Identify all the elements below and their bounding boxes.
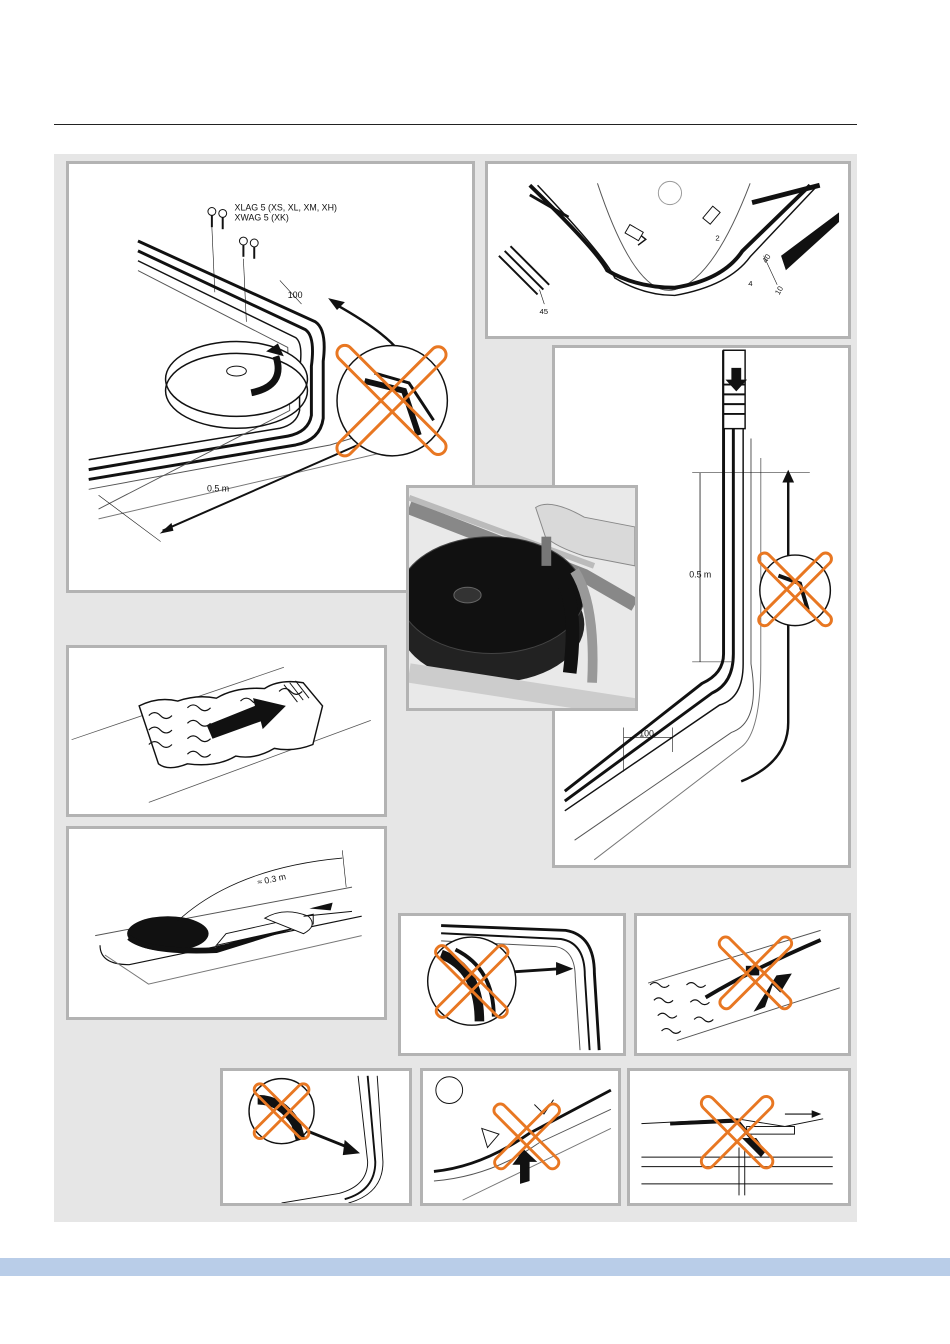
panel-wrong-link	[634, 913, 851, 1056]
panel-belt-feed: ≈ 0.3 m	[66, 826, 387, 1020]
panel-belt-links	[66, 645, 387, 817]
belt-feed-diagram: ≈ 0.3 m	[69, 829, 384, 1017]
panel-curve-detail: 45 2 40 4 10	[485, 161, 851, 339]
screw-label-2: XWAG 5 (XK)	[235, 212, 289, 222]
screw-label-1: XLAG 5 (XS, XL, XM, XH)	[235, 202, 337, 212]
panel-wrong-entry	[420, 1068, 621, 1206]
dim-45-label: 45	[539, 307, 548, 316]
wrong-link-diagram	[637, 916, 848, 1053]
photo-illustration	[409, 488, 635, 708]
dim-length-label: 0.5 m	[689, 570, 711, 580]
wrong-entry-diagram	[423, 1071, 618, 1203]
header-rule	[54, 124, 857, 125]
panel-wrong-curve-2	[220, 1068, 412, 1206]
dim-100-label: 100	[639, 728, 654, 738]
wrong-curve-2-diagram	[223, 1071, 409, 1203]
panel-wrong-curve-1	[398, 913, 626, 1056]
panel-wrong-joint	[627, 1068, 851, 1206]
dim-100-label: 100	[288, 290, 303, 300]
wrong-joint-diagram	[630, 1071, 848, 1203]
dim-40-label: 40	[760, 253, 772, 265]
curve-detail-diagram: 45 2 40 4 10	[488, 164, 848, 336]
belt-links-diagram	[69, 648, 384, 814]
dim-2-label: 2	[715, 233, 719, 242]
prohibited-tool-icon	[334, 342, 450, 459]
prohibited-detail-icon	[249, 1079, 314, 1144]
wrong-curve-1-diagram	[401, 916, 623, 1053]
prohibited-detail-icon	[428, 937, 516, 1025]
prohibited-tool-icon	[756, 551, 834, 629]
footer-band	[0, 1258, 950, 1276]
dim-10-label: 10	[773, 284, 785, 296]
dim-length-label: 0.5 m	[207, 483, 229, 493]
dim-4-label: 4	[748, 279, 753, 288]
photo-hand-inserting-belt	[406, 485, 638, 711]
